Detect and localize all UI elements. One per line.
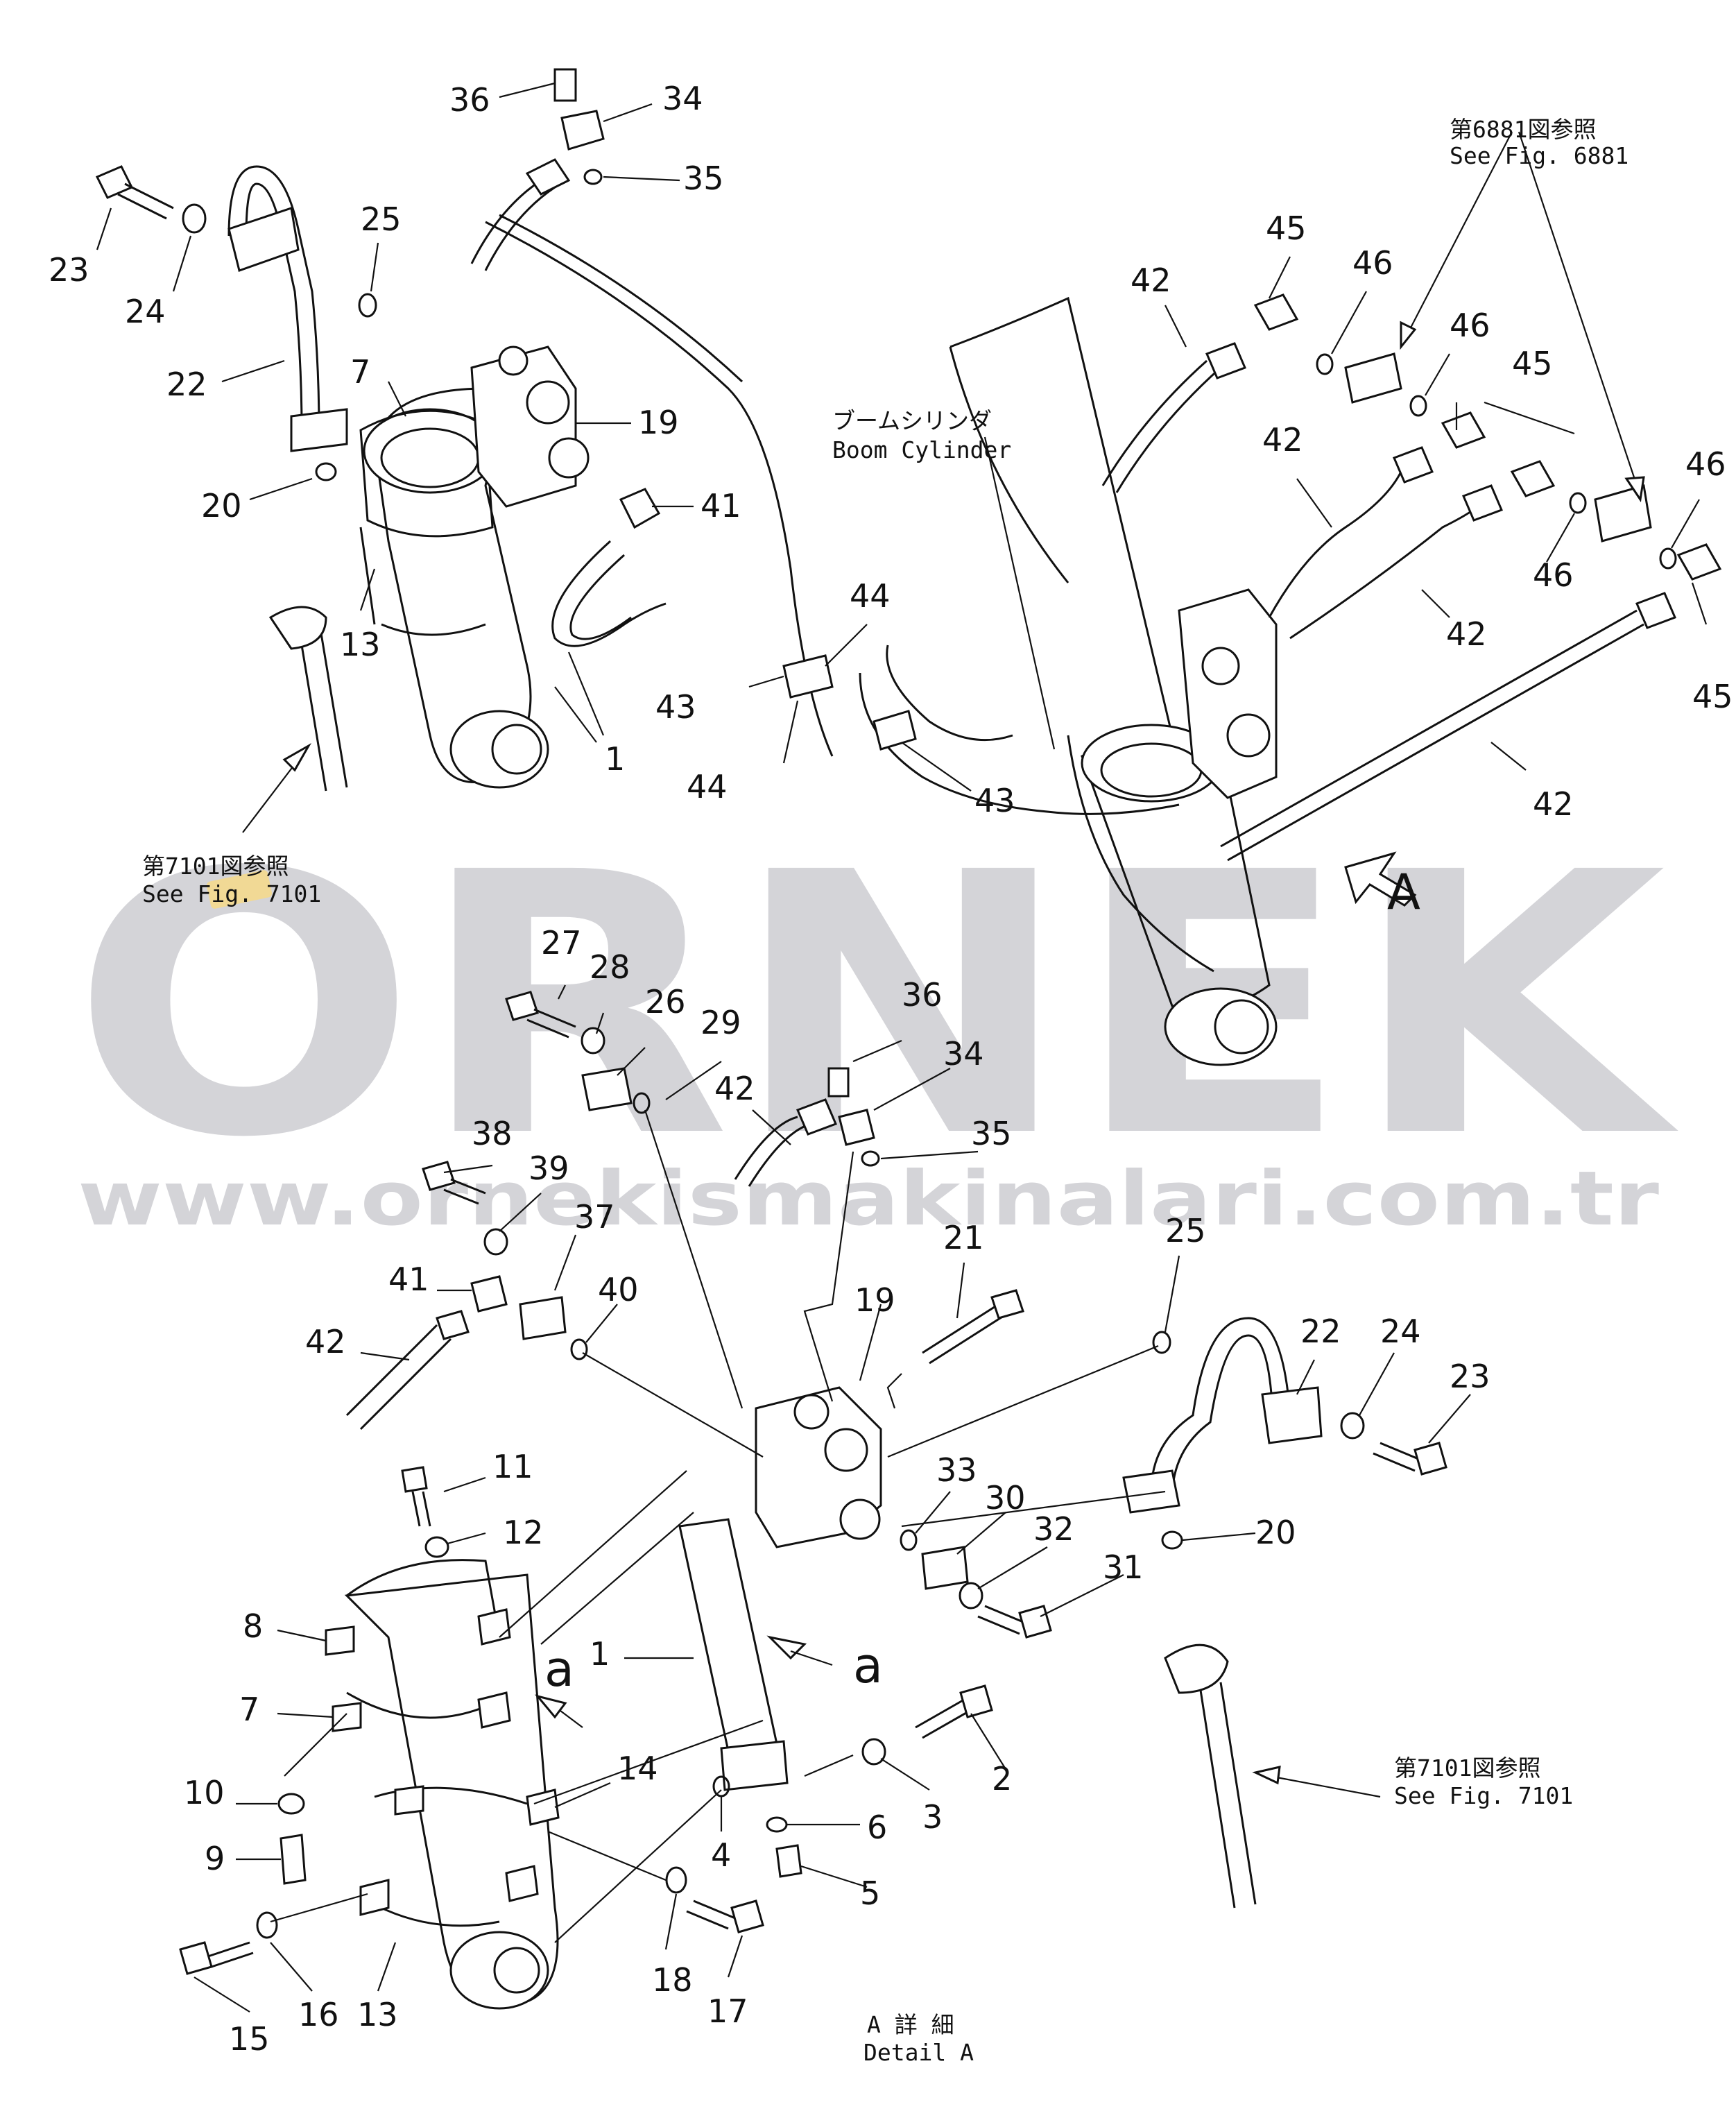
note-see-fig-7101-jp-bottom: 第7101図参照 (1394, 1754, 1540, 1782)
callout-c-19-mid: 19 (854, 1281, 895, 1319)
callout-c-1-top: 1 (605, 740, 625, 778)
callout-c-25-mid: 25 (1165, 1212, 1206, 1249)
top-left-cylinder-assembly (95, 68, 834, 792)
callout-c-2: 2 (992, 1760, 1012, 1798)
callout-c-46-c: 46 (1685, 445, 1726, 483)
callout-c-42-d: 42 (1533, 785, 1574, 823)
callout-c-46-b: 46 (1450, 307, 1490, 344)
callout-c-14: 14 (617, 1750, 658, 1787)
callout-c-22-mid: 22 (1300, 1313, 1341, 1350)
callout-c-25-top: 25 (361, 200, 402, 238)
callout-c-42-mid: 42 (714, 1070, 755, 1107)
note-detail-a-jp: A 詳 細 (867, 2011, 954, 2038)
callout-c-39: 39 (528, 1150, 569, 1187)
callout-c-11: 11 (492, 1448, 533, 1485)
callout-c-33: 33 (936, 1451, 977, 1489)
callout-c-20-top: 20 (201, 487, 242, 524)
note-see-fig-7101-en-bottom: See Fig. 7101 (1394, 1782, 1573, 1809)
callout-c-45-b: 45 (1512, 345, 1553, 382)
callout-c-19-top: 19 (638, 404, 679, 441)
notes: 第6881図参照 See Fig. 6881 ブームシリンダ Boom Cyli… (142, 116, 1628, 2066)
callout-c-42-c: 42 (1446, 615, 1487, 653)
callout-c-41-mid: 41 (388, 1261, 429, 1298)
callout-c-42-a: 42 (1131, 262, 1171, 299)
callout-c-28: 28 (590, 948, 630, 986)
note-detail-a-en: Detail A (863, 2039, 974, 2066)
note-see-fig-6881-jp: 第6881図参照 (1450, 116, 1596, 143)
callout-c-15: 15 (229, 2020, 270, 2058)
callout-c-45-c: 45 (1692, 678, 1733, 715)
callout-c-46-d: 46 (1533, 556, 1574, 594)
callout-c-31: 31 (1103, 1548, 1144, 1586)
callout-c-22-top: 22 (166, 366, 207, 403)
callout-c-7-mid: 7 (239, 1691, 259, 1728)
callout-c-8: 8 (243, 1607, 263, 1645)
note-see-fig-7101-jp-top: 第7101図参照 (142, 853, 289, 880)
callout-c-21: 21 (943, 1219, 984, 1256)
callout-c-29: 29 (701, 1004, 741, 1041)
watermark-url: www.ornekismakinalari.com.tr (78, 1156, 1659, 1243)
note-see-fig-7101-en-top: See Fig. 7101 (142, 880, 321, 907)
callout-c-23-top: 23 (49, 251, 89, 289)
callout-c-44-a: 44 (850, 577, 891, 615)
boom-cylinder-assembly (782, 293, 1722, 1066)
callout-c-34-top: 34 (662, 80, 703, 117)
callout-c-34-mid: 34 (943, 1035, 984, 1073)
callout-c-27: 27 (541, 924, 582, 962)
callout-c-36-top: 36 (449, 81, 490, 119)
detail-a-assembly (179, 991, 1447, 2010)
callout-c-3: 3 (922, 1798, 943, 1836)
callout-c-1-mid: 1 (590, 1635, 610, 1673)
callout-c-45-a: 45 (1266, 210, 1307, 247)
section-label-a-left: a (544, 1641, 574, 1698)
callout-c-10: 10 (184, 1774, 225, 1811)
callout-c-5: 5 (860, 1875, 880, 1912)
callout-c-6: 6 (867, 1809, 887, 1846)
callout-c-12: 12 (503, 1514, 544, 1551)
callout-c-42-left: 42 (305, 1323, 346, 1360)
leader-lines (96, 82, 1708, 2013)
callout-c-35-mid: 35 (971, 1115, 1012, 1152)
view-arrow-label-a: A (1387, 864, 1420, 921)
callout-c-13-mid: 13 (357, 1996, 398, 2033)
callout-c-44-b: 44 (687, 768, 728, 805)
callout-c-18: 18 (652, 1961, 693, 1999)
callout-c-26: 26 (645, 983, 686, 1021)
callout-c-16: 16 (298, 1996, 339, 2033)
callout-c-7-top: 7 (350, 353, 370, 391)
callout-c-20-mid: 20 (1255, 1514, 1296, 1551)
callout-c-43-a: 43 (655, 688, 696, 726)
callout-c-24-mid: 24 (1380, 1313, 1421, 1350)
callout-c-43-b: 43 (974, 782, 1015, 819)
callout-c-42-b: 42 (1262, 421, 1303, 459)
callout-c-24-top: 24 (125, 293, 166, 330)
callout-c-9: 9 (205, 1840, 225, 1877)
callout-c-32: 32 (1033, 1510, 1074, 1548)
callout-c-4: 4 (711, 1836, 731, 1874)
note-see-fig-6881-en: See Fig. 6881 (1450, 142, 1628, 169)
note-boom-cylinder-jp: ブームシリンダ (832, 407, 992, 434)
callout-c-13-top: 13 (340, 626, 381, 663)
callout-c-37: 37 (574, 1198, 615, 1236)
callout-c-35-top: 35 (683, 160, 724, 197)
callout-c-46-a: 46 (1352, 244, 1393, 282)
callout-c-36-mid: 36 (902, 976, 943, 1014)
callout-c-41-top: 41 (701, 487, 741, 524)
callout-c-23-mid: 23 (1450, 1358, 1490, 1395)
callout-c-30: 30 (985, 1479, 1026, 1517)
callout-c-38: 38 (472, 1115, 513, 1152)
highlight-mark (206, 870, 273, 909)
callout-c-17: 17 (707, 1992, 748, 2030)
watermark-brand: ORNEK (71, 796, 1681, 1216)
reference-arrows (242, 131, 1645, 1798)
callout-c-40: 40 (598, 1271, 639, 1308)
note-boom-cylinder-en: Boom Cylinder (832, 436, 1011, 463)
section-label-a-right: a (853, 1637, 883, 1694)
